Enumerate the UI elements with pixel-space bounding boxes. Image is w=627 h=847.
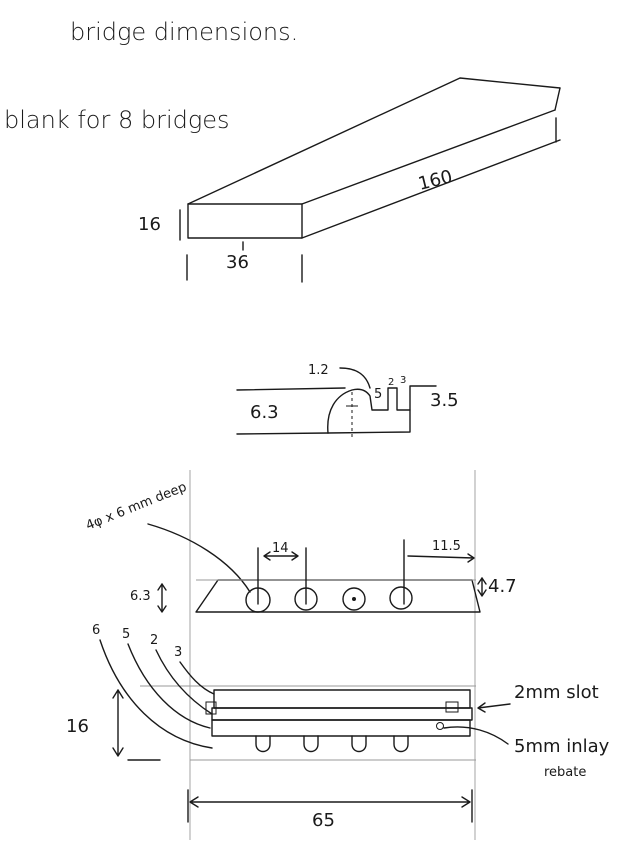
bridge-profile <box>236 367 437 438</box>
pin-hole-3-centre <box>352 597 356 601</box>
front-height: 16 <box>66 716 89 737</box>
blank-block <box>187 77 561 239</box>
bridge-top-view <box>157 539 487 613</box>
profile-dim-3: 3 <box>400 375 406 386</box>
blank-top-left-edge <box>187 77 561 205</box>
leader-dim-3 <box>179 661 215 695</box>
base-band <box>211 719 471 737</box>
profile-outline <box>327 385 437 434</box>
page-title: bridge dimensions. <box>70 18 298 46</box>
top-view-outline <box>195 579 481 613</box>
top-height-left: 6.3 <box>130 589 151 604</box>
leader-dim-5 <box>127 643 211 729</box>
inlay-marker <box>436 722 444 730</box>
blank-top-right-edge <box>301 109 556 205</box>
slot-band <box>213 689 471 709</box>
rebate-note: rebate <box>544 765 586 780</box>
profile-bottom-line <box>236 432 329 435</box>
front-dim-2: 2 <box>150 633 158 648</box>
leader-dim-6 <box>99 639 213 749</box>
profile-base <box>327 409 411 434</box>
blank-bottom-right-edge <box>301 139 561 239</box>
slot-end-right <box>445 701 459 713</box>
top-height-right-arrow <box>477 577 487 597</box>
blank-label: blank for 8 bridges <box>4 106 230 134</box>
saddle-radius: 1.2 <box>308 363 329 378</box>
profile-dim-2: 2 <box>388 377 394 388</box>
radius-leader <box>339 367 371 389</box>
width-arrow <box>189 796 471 808</box>
hole-spacing-arrow <box>263 551 299 561</box>
pin-slot-2 <box>303 735 319 753</box>
front-dim-3: 3 <box>174 645 182 660</box>
leader-dim-2 <box>155 649 213 715</box>
blank-height: 16 <box>138 214 161 235</box>
blank-width: 36 <box>226 252 249 273</box>
edge-offset: 11.5 <box>432 539 461 554</box>
profile-dim-5: 5 <box>374 387 382 402</box>
blank-front-face <box>187 203 303 239</box>
inlay-note: 5mm inlay <box>514 736 610 757</box>
pin-hole-3 <box>342 587 366 611</box>
slot-note: 2mm slot <box>514 682 599 703</box>
hole-spacing: 14 <box>272 541 289 556</box>
pin-slot-1 <box>255 735 271 753</box>
inlay-band <box>211 707 473 721</box>
profile-height-left: 6.3 <box>250 402 279 423</box>
inlay-note-leader <box>443 726 509 745</box>
edge-offset-arrow <box>407 553 475 563</box>
hole-note-leader <box>147 523 251 593</box>
front-height-arrow <box>112 689 124 757</box>
top-height-right: 4.7 <box>488 576 517 597</box>
top-height-left-arrow <box>157 583 167 613</box>
profile-top-line <box>236 387 346 391</box>
front-dim-5: 5 <box>122 627 130 642</box>
hole-note: 4φ x 6 mm deep <box>84 480 189 534</box>
pin-hole-4 <box>389 586 413 610</box>
blank-length: 160 <box>416 166 454 195</box>
pin-slot-3 <box>351 735 367 753</box>
front-dim-6: 6 <box>92 623 100 638</box>
front-width: 65 <box>312 810 335 831</box>
pin-slot-4 <box>393 735 409 753</box>
profile-height-right: 3.5 <box>430 390 459 411</box>
blank-far-edge <box>554 87 561 111</box>
slot-note-arrow <box>477 702 511 713</box>
